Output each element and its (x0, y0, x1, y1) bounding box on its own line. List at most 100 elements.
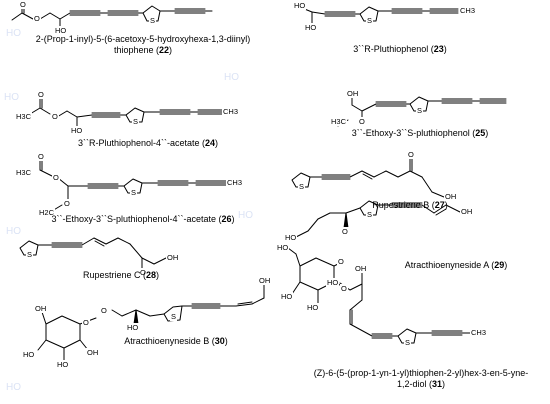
compound-number: 24 (205, 138, 216, 148)
atom-hydroxyl: HO (22, 350, 36, 359)
atom-hydroxyl: HO (280, 292, 294, 301)
atom-oxygen: O (19, 0, 27, 9)
atom-methyl: H3C (330, 117, 348, 126)
atom-oxygen: O (407, 150, 415, 159)
structure-31 (339, 271, 471, 344)
compound-name: 3``R-Pluthiophenol (353, 44, 429, 54)
structure-29 (287, 200, 461, 305)
structure-27 (291, 157, 445, 198)
compound-caption-27: Rupestriene B (27) (372, 200, 448, 210)
atom-sulfur: S (130, 188, 138, 197)
atom-methylene: H2C (38, 208, 56, 217)
atom-sulfur: S (366, 210, 374, 219)
atom-sulfur: S (26, 250, 34, 259)
atom-methyl: H3C (15, 168, 33, 177)
compound-number: 31 (432, 379, 443, 389)
atom-sulfur: S (170, 312, 178, 321)
atom-oxygen: O (358, 117, 366, 126)
atom-oxygen: O (63, 199, 71, 208)
atom-sulfur: S (132, 117, 140, 126)
watermark: HO (6, 28, 21, 39)
atom-hydroxyl: HO (276, 243, 290, 252)
structure-26 (39, 159, 227, 212)
compound-number: 30 (214, 336, 225, 346)
compound-name: Rupestriene B (372, 200, 430, 210)
atom-hydroxyl: OH (444, 192, 458, 201)
atom-oxygen: O (51, 112, 59, 121)
atom-methyl: CH3 (459, 6, 477, 15)
compound-name: 3``R-Pluthiophenol-4``-acetate (77, 138, 200, 148)
atom-methyl: CH3 (226, 178, 244, 187)
atom-sulfur: S (149, 16, 157, 25)
compound-number: 26 (221, 214, 232, 224)
atom-hydroxyl: HO (54, 26, 68, 35)
atom-hydroxyl: HO (126, 323, 140, 332)
atom-hydroxyl: OH (86, 348, 100, 357)
compound-caption-30: Atracthioenyneside B (30) (124, 336, 228, 346)
atom-sulfur: S (416, 106, 424, 115)
structure-23 (301, 6, 459, 25)
atom-hydroxyl: HO (284, 233, 298, 242)
compound-caption-22: 2-(Prop-1-inyl)-5-(6-acetoxy-5-hydroxyhe… (35, 34, 251, 55)
structure-30 (37, 284, 265, 363)
structure-24 (29, 97, 223, 128)
atom-hydroxyl: OH (258, 276, 272, 285)
compound-caption-25: 3``-Ethoxy-3``S-pluthiophenol (25) (351, 128, 489, 138)
compound-number: 29 (494, 260, 505, 270)
compound-caption-23: 3``R-Pluthiophenol (23) (353, 44, 447, 54)
compound-number: 28 (146, 270, 157, 280)
atom-hydroxyl: OH (460, 207, 474, 216)
compound-name-line1: (Z)-6-(5-(prop-1-yn-1-yl)thiophen-2-yl)h… (313, 368, 529, 378)
atom-hydroxyl: HO (293, 1, 307, 10)
atom-hydroxyl: HO (326, 278, 340, 287)
watermark: HO (6, 226, 21, 237)
structure-28 (19, 237, 167, 271)
compound-caption-29: Atracthioenyneside A (29) (404, 260, 508, 270)
watermark: HO (4, 92, 19, 103)
atom-methyl: CH3 (470, 328, 488, 337)
watermark: HO (6, 382, 21, 393)
atom-hydroxyl: OH (346, 89, 360, 98)
atom-hydroxyl: HO (70, 126, 84, 135)
atom-methyl: H3C (15, 112, 33, 121)
atom-hydroxyl: HO (306, 303, 320, 312)
atom-sulfur: S (366, 16, 374, 25)
atom-hydroxyl: OH (354, 264, 368, 273)
structure-25 (337, 95, 507, 127)
compound-caption-28: Rupestriene C (28) (82, 270, 160, 280)
watermark: HO (238, 210, 253, 221)
atom-oxygen: O (341, 227, 349, 236)
atom-oxygen: O (139, 268, 147, 277)
atom-sulfur: S (298, 182, 306, 191)
atom-oxygen: O (82, 318, 90, 327)
atom-hydroxyl: OH (34, 304, 48, 313)
atom-oxygen: O (37, 90, 45, 99)
atom-hydroxyl: HO (56, 360, 70, 369)
atom-oxygen: O (340, 284, 348, 293)
atom-oxygen: O (37, 152, 45, 161)
compound-caption-24: 3``R-Pluthiophenol-4``-acetate (24) (77, 138, 219, 148)
compound-name-line2: thiophene (113, 45, 154, 55)
atom-methyl: CH3 (222, 107, 240, 116)
compound-name-line2: 1,2-diol (396, 379, 427, 389)
atom-oxygen: O (100, 306, 108, 315)
compound-name: Atracthioenyneside A (404, 260, 489, 270)
atom-oxygen: O (337, 257, 345, 266)
atom-hydroxyl: HO (304, 23, 318, 32)
compound-name: 3``-Ethoxy-3``S-pluthiophenol (351, 128, 470, 138)
atom-oxygen: O (52, 173, 60, 182)
compound-number: 25 (475, 128, 486, 138)
compound-caption-31: (Z)-6-(5-(prop-1-yn-1-yl)thiophen-2-yl)h… (313, 368, 529, 389)
compound-name: 3``-Ethoxy-3``S-pluthiophenol-4``-acetat… (51, 214, 217, 224)
compound-number: 22 (159, 45, 170, 55)
compound-number: 27 (434, 200, 445, 210)
compound-caption-26: 3``-Ethoxy-3``S-pluthiophenol-4``-acetat… (51, 214, 235, 224)
structure-22 (11, 3, 213, 28)
compound-name: Rupestriene C (82, 270, 141, 280)
atom-sulfur: S (404, 338, 412, 347)
compound-number: 23 (433, 44, 444, 54)
compound-name-line1: 2-(Prop-1-inyl)-5-(6-acetoxy-5-hydroxyhe… (35, 34, 251, 44)
atom-oxygen: O (33, 14, 41, 23)
atom-hydroxyl: OH (166, 253, 180, 262)
